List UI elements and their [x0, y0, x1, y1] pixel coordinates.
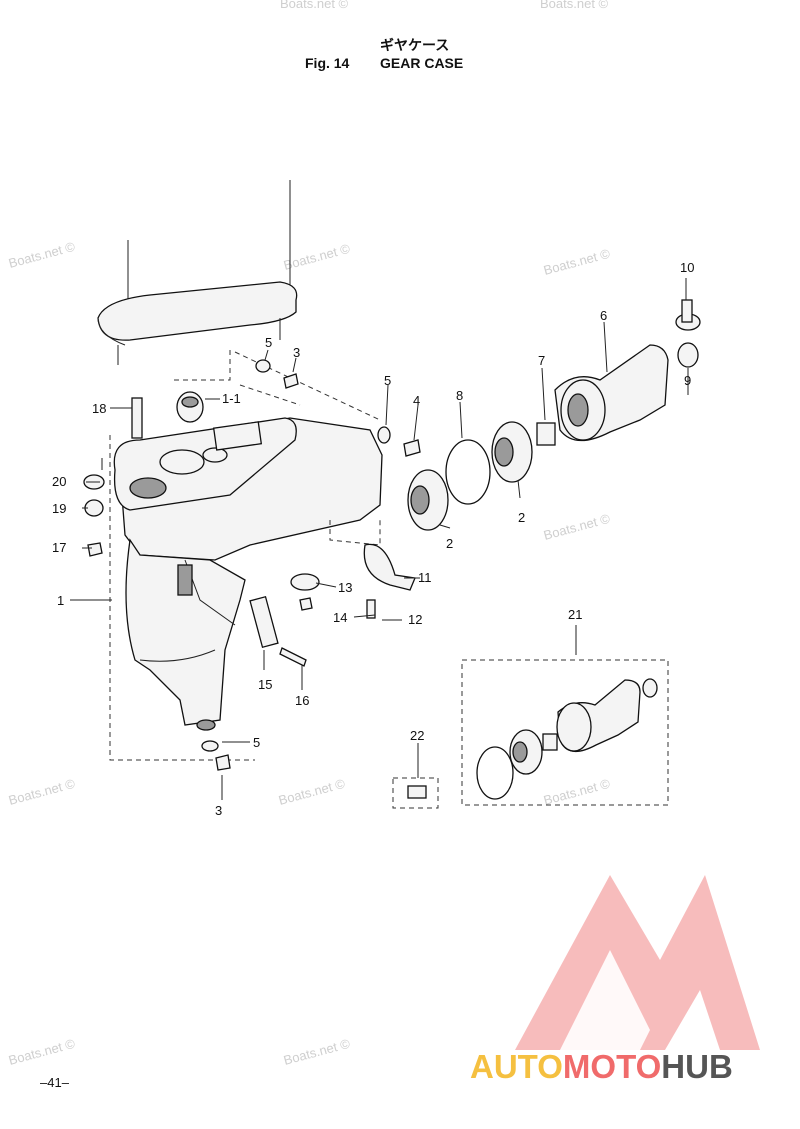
callout-15: 15	[258, 677, 272, 692]
callout-18: 18	[92, 401, 106, 416]
callout-2-b: 2	[446, 536, 453, 551]
watermarks: Boats.net © Boats.net © Boats.net © Boat…	[7, 0, 612, 1068]
bearings-and-cap	[407, 299, 701, 531]
callout-12: 12	[408, 612, 422, 627]
kit-22-boundary	[392, 777, 439, 809]
kit-21-boundary	[461, 659, 669, 806]
watermark: Boats.net ©	[280, 0, 349, 11]
figure-label: Fig. 14	[305, 55, 350, 71]
small-parts	[83, 359, 427, 799]
callout-20: 20	[52, 474, 66, 489]
watermark: Boats.net ©	[282, 241, 352, 273]
logo-text-moto: MOTO	[563, 1048, 661, 1085]
kit-21-parts	[476, 678, 658, 800]
callout-17: 17	[52, 540, 66, 555]
callout-19: 19	[52, 501, 66, 516]
callout-3-a: 3	[293, 345, 300, 360]
callout-10: 10	[680, 260, 694, 275]
watermark: Boats.net ©	[542, 776, 612, 808]
logo-triangle-icon	[515, 875, 760, 1050]
driveshaft-housing	[97, 180, 298, 365]
assembly-boundary	[109, 351, 381, 761]
watermark: Boats.net ©	[7, 1036, 77, 1068]
leader-lines	[70, 278, 689, 800]
callout-8: 8	[456, 388, 463, 403]
callout-22: 22	[410, 728, 424, 743]
callout-5-a: 5	[265, 335, 272, 350]
watermark: Boats.net ©	[282, 1036, 352, 1068]
callout-5-c: 5	[253, 735, 260, 750]
title-japanese: ギヤケース	[380, 37, 449, 53]
callout-16: 16	[295, 693, 309, 708]
callout-1: 1	[57, 593, 64, 608]
svg-text:AUTOMOTOHUB: AUTOMOTOHUB	[470, 1048, 733, 1085]
callout-14: 14	[333, 610, 347, 625]
logo-text-hub: HUB	[661, 1048, 733, 1085]
page-number: –41–	[40, 1075, 70, 1090]
callout-1-1: 1-1	[222, 391, 241, 406]
callout-6: 6	[600, 308, 607, 323]
callout-2-a: 2	[518, 510, 525, 525]
callouts: 1 1-1 2 2 3 3 4 5 5 5 6 7 8 9 10 11 12 1…	[52, 260, 694, 818]
callout-4: 4	[413, 393, 420, 408]
logo-text-auto: AUTO	[470, 1048, 563, 1085]
callout-7: 7	[538, 353, 545, 368]
callout-11: 11	[418, 570, 432, 585]
watermark: Boats.net ©	[7, 239, 77, 271]
callout-21: 21	[568, 607, 582, 622]
title-english: GEAR CASE	[380, 55, 463, 71]
callout-13: 13	[338, 580, 352, 595]
watermark: Boats.net ©	[7, 776, 77, 808]
watermark: Boats.net ©	[540, 0, 609, 11]
callout-3-b: 3	[215, 803, 222, 818]
watermark: Boats.net ©	[542, 511, 612, 543]
gear-case-body	[113, 417, 383, 731]
watermark: Boats.net ©	[277, 776, 347, 808]
callout-9: 9	[684, 373, 691, 388]
watermark: Boats.net ©	[542, 246, 612, 278]
automotohub-logo: AUTOMOTOHUB	[470, 875, 760, 1085]
callout-5-b: 5	[384, 373, 391, 388]
